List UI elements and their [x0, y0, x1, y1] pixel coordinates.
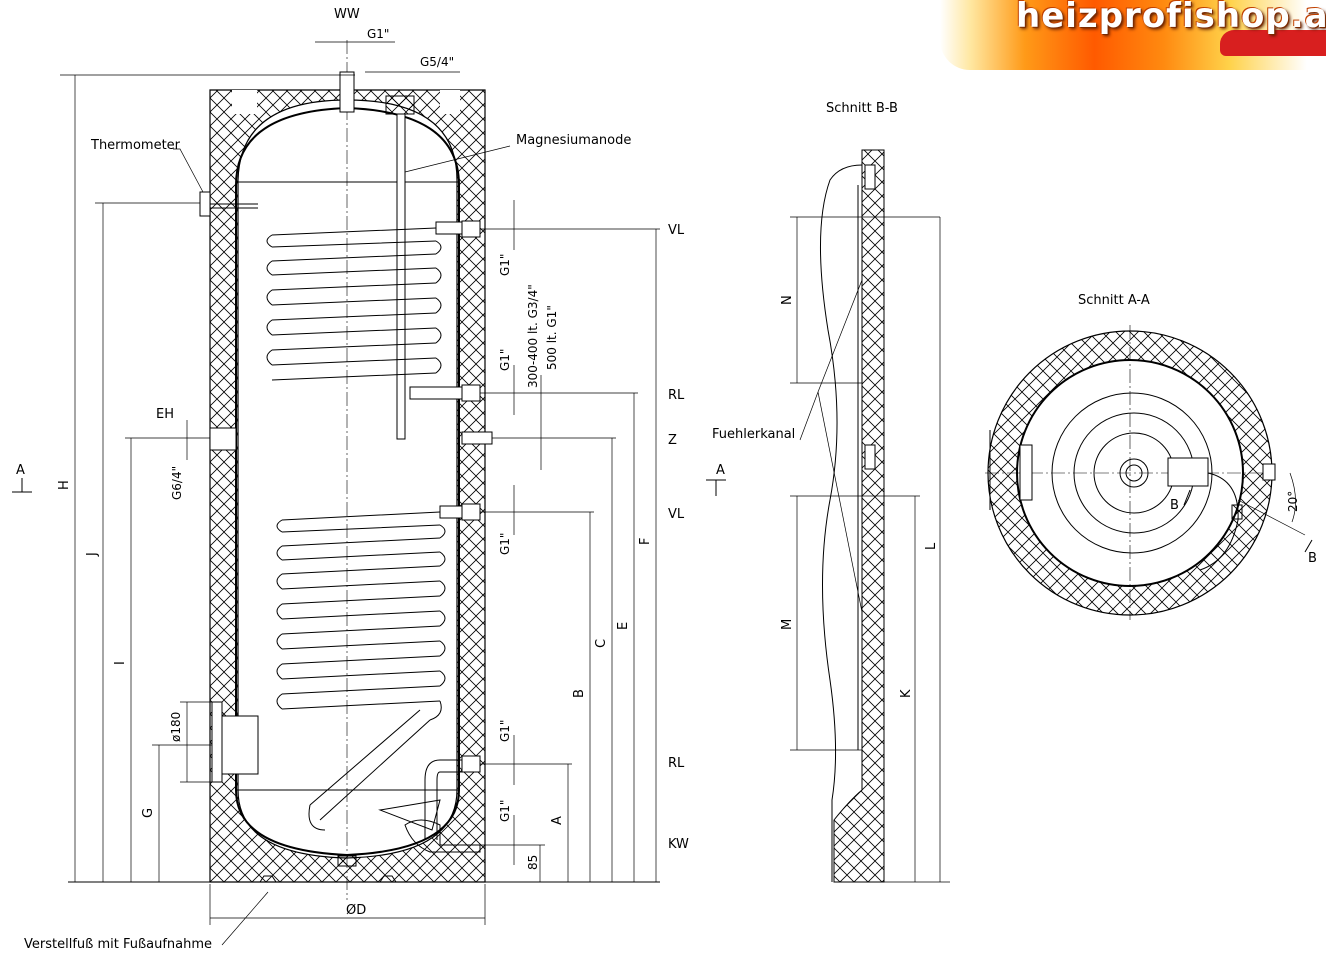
label-fuehlerkanal: Fuehlerkanal: [712, 427, 795, 442]
label-vl-top: VL: [668, 223, 685, 238]
dim-j: J: [85, 552, 100, 557]
label-dim-85: 85: [526, 855, 540, 870]
label-vl-bottom: VL: [668, 507, 685, 522]
dim-i: I: [113, 661, 128, 665]
section-bb-title: Schnitt B-B: [826, 101, 898, 116]
dim-k: K: [899, 689, 914, 698]
label-thermometer: Thermometer: [90, 138, 181, 153]
label-diameter: ØD: [346, 903, 366, 918]
label-eh: EH: [156, 407, 174, 422]
dim-b: B: [572, 689, 587, 698]
label-z: Z: [668, 433, 677, 448]
label-g1-c: G1": [498, 533, 512, 555]
label-kw: KW: [668, 837, 689, 852]
dim-f: F: [638, 538, 653, 545]
dim-n: N: [780, 295, 795, 305]
label-g1-e: G1": [498, 800, 512, 822]
dim-h: H: [57, 480, 72, 490]
dim-l: L: [924, 542, 939, 550]
lower-coil: [276, 511, 446, 831]
logo-flag: [1220, 30, 1326, 56]
section-aa-labels: Schnitt A-A B B 20°: [1078, 293, 1317, 566]
section-aa: [985, 325, 1313, 620]
label-volume-note-1: 300-400 lt. G3/4": [526, 284, 540, 388]
label-magnesiumanode: Magnesiumanode: [516, 133, 631, 148]
section-bb-labels: Schnitt B-B Fuehlerkanal A N M L K: [712, 101, 939, 698]
label-g1-top: G1": [367, 27, 389, 41]
label-g64: G6/4": [170, 466, 184, 500]
dim-g: G: [141, 808, 156, 818]
label-foot: Verstellfuß mit Fußaufnahme: [24, 937, 212, 952]
label-b-outer: B: [1308, 551, 1317, 566]
label-angle: 20°: [1286, 491, 1300, 512]
dim-a: A: [550, 816, 565, 825]
section-bb: [706, 149, 950, 883]
label-section-a-left: A: [16, 463, 25, 478]
section-aa-title: Schnitt A-A: [1078, 293, 1150, 308]
label-g1-d: G1": [498, 720, 512, 742]
main-view: [12, 40, 660, 946]
upper-coil: [266, 227, 442, 381]
label-volume-note-2: 500 lt. G1": [545, 305, 559, 370]
label-g54: G5/4": [420, 55, 454, 69]
label-d180: ø180: [169, 712, 183, 742]
section-bb-insulation: [833, 149, 885, 883]
dim-e: E: [616, 622, 631, 630]
label-ww: WW: [334, 7, 360, 22]
tank-shell: [235, 106, 460, 857]
label-rl-bottom: RL: [668, 756, 685, 771]
main-view-labels: WW G1" G5/4" Magnesiumanode Thermometer …: [16, 7, 689, 952]
label-rl-top: RL: [668, 388, 685, 403]
label-b-inner: B: [1170, 498, 1179, 513]
dim-c: C: [594, 639, 609, 648]
logo-text: heizprofishop.a: [1016, 0, 1326, 36]
dim-m: M: [780, 619, 795, 630]
label-g1-b: G1": [498, 349, 512, 371]
label-section-a-right: A: [716, 463, 725, 478]
label-g1-a: G1": [498, 254, 512, 276]
